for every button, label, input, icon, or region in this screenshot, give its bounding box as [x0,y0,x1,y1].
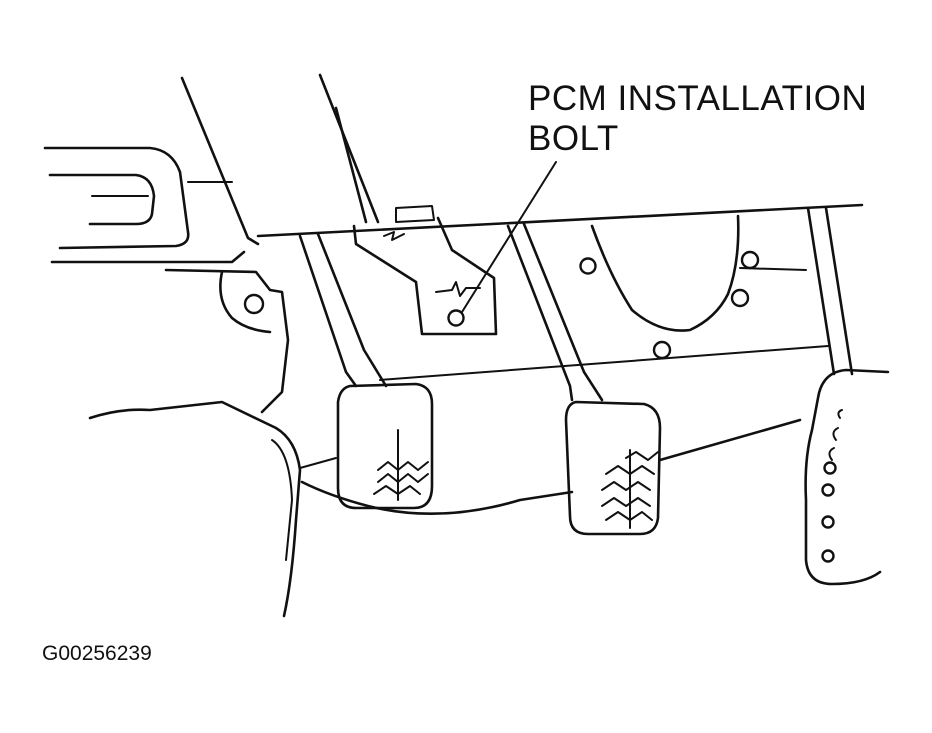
figure-id: G00256239 [42,642,152,665]
callout-leader [461,161,557,313]
support-bracket [256,203,864,381]
pedal-stud [821,549,835,563]
callout-line-1: PCM INSTALLATION [528,79,867,118]
floor-contour [88,400,802,618]
clutch-pedal-arm [298,232,388,388]
mount-hole [579,257,597,275]
pcm-installation-bolt [447,309,465,327]
mount-hole [243,293,265,315]
dash-vent-trim [43,146,246,264]
mount-hole [652,340,672,360]
brake-pedal-pad [564,400,662,536]
clutch-pedal-pad [336,382,434,510]
bracket-cutout [579,214,760,360]
lower-dash-cover [164,268,290,414]
accelerator-pedal-arm [806,206,854,376]
accelerator-pedal-pad [804,368,890,586]
brake-pedal-arm [506,222,604,402]
pcm-mounting-bracket [352,205,498,336]
steering-column-edges [180,73,380,246]
mount-hole [730,288,750,308]
callout-label: PCM INSTALLATION BOLT [528,79,867,158]
pedal-stud [821,515,835,529]
pedal-stud [823,461,837,475]
mount-hole [740,250,760,270]
callout-line-2: BOLT [528,119,619,158]
pedal-stud [821,483,835,497]
